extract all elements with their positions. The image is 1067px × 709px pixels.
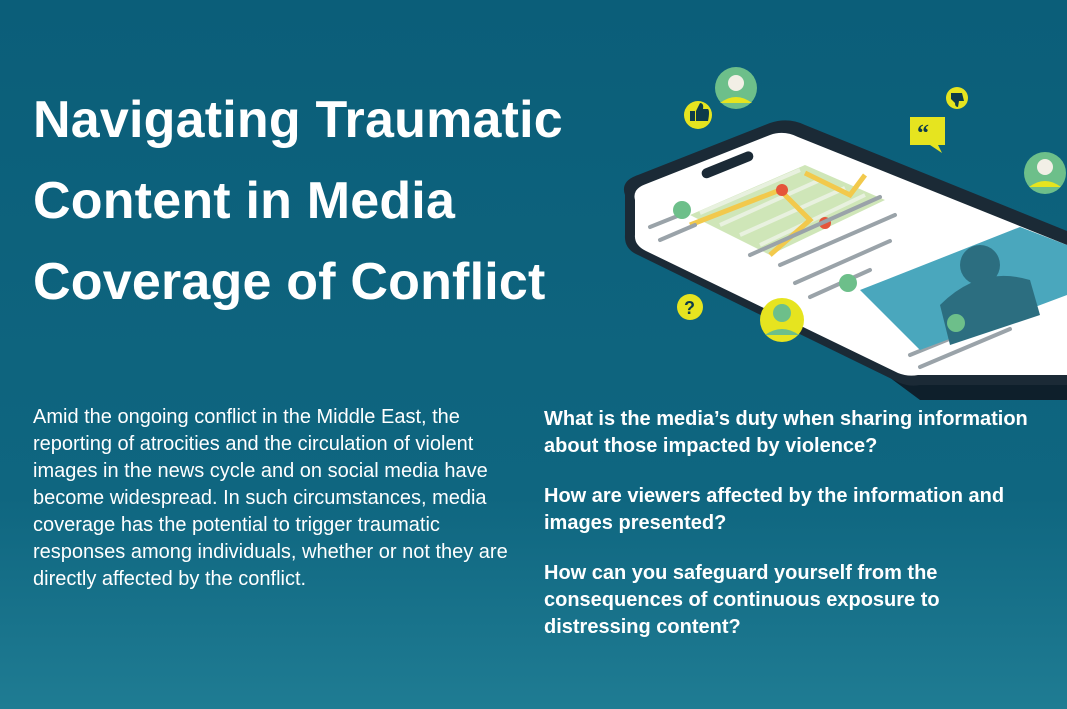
avatar-icon [947,314,965,332]
avatar-icon [715,67,757,109]
avatar-icon [1024,152,1066,194]
question-item: What is the media’s duty when sharing in… [544,408,1028,457]
avatar-icon [839,274,857,292]
questions-list: What is the media’s duty when sharing in… [544,406,1044,664]
photo-panel [860,227,1067,350]
question-item: How can you safeguard yourself from the … [544,562,940,638]
svg-text:?: ? [684,298,695,318]
question-item: How are viewers affected by the informat… [544,485,1005,534]
question-icon: ? [677,294,703,320]
intro-paragraph: Amid the ongoing conflict in the Middle … [33,406,508,590]
page-title: Navigating Traumatic Content in Media Co… [33,91,563,311]
thumbs-up-icon [684,101,712,129]
phone-illustration: “ ? [623,67,1067,400]
thumbs-down-icon [946,87,968,109]
avatar-icon [760,298,804,342]
map-pin-icon [776,184,788,196]
quote-bubble-icon: “ [910,117,945,153]
avatar-icon [673,201,691,219]
svg-text:“: “ [917,121,929,147]
